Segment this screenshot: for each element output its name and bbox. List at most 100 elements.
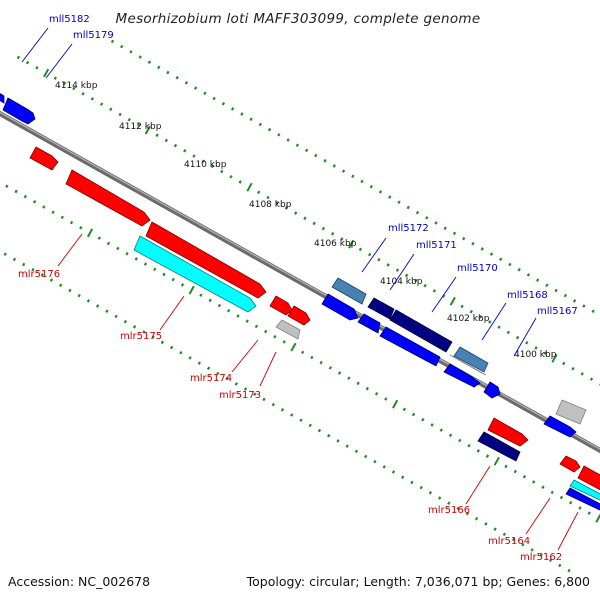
gene-mll5168-upper[interactable] [453,346,489,373]
ruler-tick [562,361,566,366]
ruler-tick [114,314,118,319]
ruler-tick [404,273,409,278]
ruler-tick [499,257,503,262]
gene-mll5170-b[interactable] [379,326,441,367]
gene-mlr5175-red[interactable] [145,221,267,299]
ruler-tick [286,138,290,142]
gene-mlr5164[interactable] [559,455,581,473]
ruler-tick [449,296,456,306]
label-mll5172[interactable]: mll5172 [388,223,429,234]
label-mlr5173[interactable]: mlr5173 [219,390,261,401]
ruler-tick [569,500,573,505]
ruler-tick [304,148,309,153]
ruler-tick [340,237,344,241]
ruler-tick [246,182,253,192]
ruler-tick [169,345,174,350]
ruler-tick [572,299,577,303]
gene-mlr5173[interactable] [275,319,301,340]
gene-mlr5174-b[interactable] [287,305,311,326]
ruler-tick [216,371,220,376]
ruler-tick [147,60,152,64]
plus-strand-genes [29,146,600,512]
gene-mll5171-b[interactable] [389,309,453,353]
ruler-tick [179,350,183,355]
gene-mll5172-upper[interactable] [331,277,367,305]
ruler-tick [79,225,83,230]
kbp-ruler-ticks [3,39,600,573]
ruler-tick [173,143,178,148]
ruler-tick [508,262,512,267]
ruler-tick [81,91,85,96]
ruler-tick [532,480,536,484]
ruler-tick [589,377,594,381]
gene-mlr5174[interactable] [269,295,293,316]
gene-mlr5162[interactable] [565,487,600,512]
gene-mlr5162-red[interactable] [577,465,600,492]
ruler-tick [238,180,242,184]
ruler-tick [134,257,138,261]
ruler-tick [229,174,233,179]
label-mll5168[interactable]: mll5168 [507,290,548,301]
label-mlr5164[interactable]: mlr5164 [488,536,530,547]
ruler-tick [488,320,492,324]
label-mlr5162[interactable]: mlr5162 [520,552,562,563]
gene-mll5170-a[interactable] [357,313,381,334]
gene-mll5172[interactable] [321,293,359,321]
gene-minus-edge[interactable] [0,91,5,104]
label-mlr5174[interactable]: mlr5174 [190,373,232,384]
label-mlr5166[interactable]: mlr5166 [428,505,470,516]
ruler-label-4110: 4110 kbp [184,160,227,170]
ruler-tick [478,315,483,319]
gene-minus-4099[interactable] [543,415,577,438]
gene-mlr5166[interactable] [487,417,529,447]
gene-pseudo-4099[interactable] [555,399,587,425]
ruler-tick [401,475,405,480]
ruler-tick [299,418,303,422]
ruler-tick [323,158,327,163]
label-mll5182[interactable]: mll5182 [49,14,90,25]
ruler-tick [68,288,72,293]
ruler-tick [96,304,100,308]
gene-mlr5166-dark[interactable] [477,431,521,462]
ruler-tick [253,392,257,397]
ruler-tick [341,169,346,173]
ruler-tick [580,372,584,376]
gene-mll5171-a[interactable] [367,297,395,320]
gene-mll5168[interactable] [443,363,481,388]
label-mll5167[interactable]: mll5167 [537,306,578,317]
ruler-tick [249,117,253,122]
ruler-tick [419,485,423,490]
ruler-tick [465,511,470,516]
ruler-tick [430,423,434,427]
ruler-tick [358,247,363,252]
label-mlr5176[interactable]: mlr5176 [18,269,60,280]
gene-mlr5162-cyan[interactable] [569,479,600,502]
ruler-tick [410,480,414,485]
label-mll5171[interactable]: mll5171 [416,240,457,251]
label-mll5170[interactable]: mll5170 [457,263,498,274]
accession-text: Accession: NC_002678 [8,574,150,589]
ruler-tick [364,454,368,459]
gene-mll5167[interactable] [483,381,501,399]
gene-mlr5175[interactable] [133,235,257,313]
label-mll5179[interactable]: mll5179 [73,30,114,41]
ruler-tick [332,164,336,168]
gene-mll5179[interactable] [2,97,36,125]
ruler-tick [365,386,369,391]
ruler-tick [374,392,379,396]
ruler-tick [308,423,312,428]
ruler-tick [164,138,168,143]
gene-plus-4113[interactable] [29,146,59,171]
ruler-tick [476,449,480,453]
ruler-tick [110,39,115,44]
label-mlr5175[interactable]: mlr5175 [120,331,162,342]
ruler-tick [525,341,529,345]
ruler-tick [517,267,521,272]
gene-mlr5176[interactable] [65,169,151,227]
ruler-tick [266,195,270,200]
ruler-tick [294,211,298,215]
ruler-tick [171,277,175,282]
ruler-tick [425,216,429,220]
